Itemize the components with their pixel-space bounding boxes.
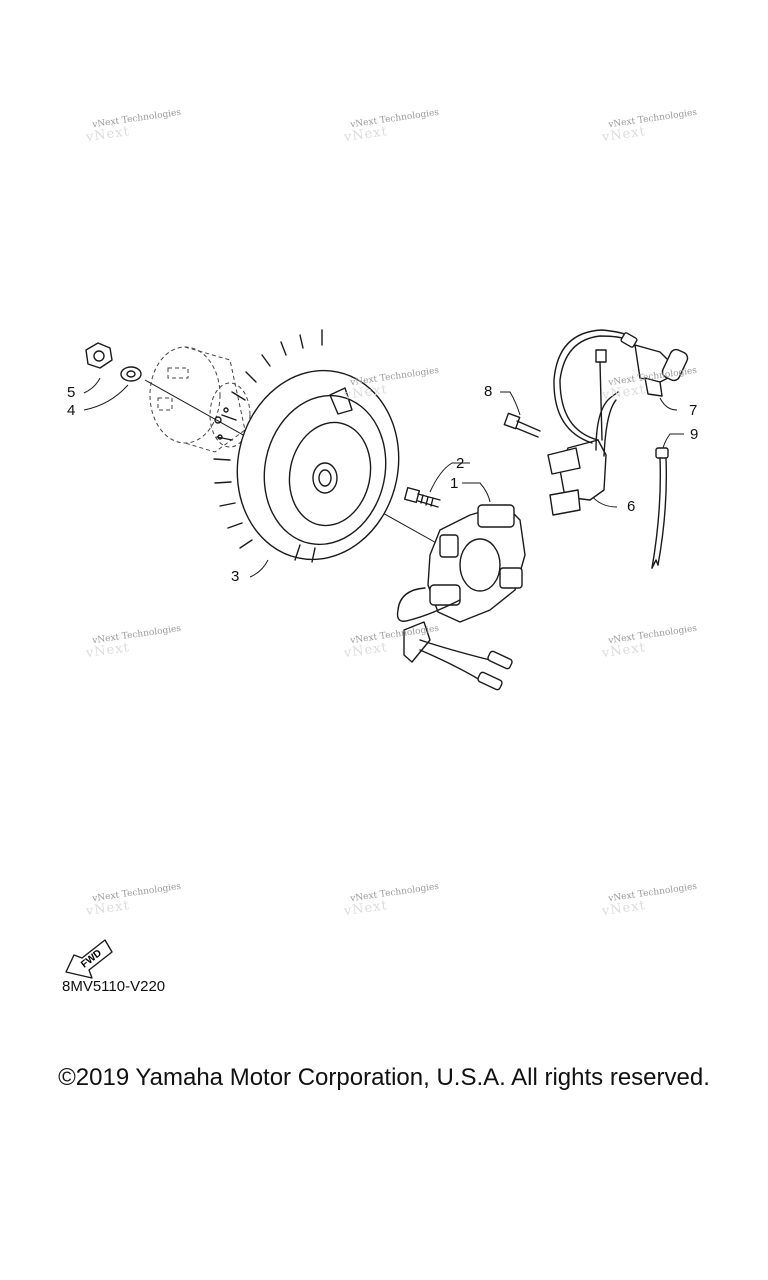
coil-bolt-part — [503, 412, 541, 438]
ignition-coil-part — [547, 329, 631, 516]
callout-1: 1 — [450, 475, 459, 492]
callout-6: 6 — [627, 498, 636, 515]
callout-8: 8 — [484, 383, 493, 400]
fwd-arrow-icon: FWD — [65, 939, 113, 979]
nut-part — [85, 342, 113, 369]
cable-tie-part — [651, 447, 669, 569]
callout-5: 5 — [67, 384, 76, 401]
callout-4: 4 — [67, 402, 76, 419]
callout-9: 9 — [690, 426, 699, 443]
flywheel-part — [213, 329, 400, 563]
stator-part — [396, 504, 526, 691]
callout-7: 7 — [689, 402, 698, 419]
diagram-code: 8MV5110-V220 — [62, 978, 166, 995]
callout-2: 2 — [456, 455, 465, 472]
crankshaft-housing-dashed — [149, 346, 251, 453]
leader-lines — [83, 377, 684, 578]
washer-part — [120, 366, 142, 382]
stator-bolt-part — [403, 486, 441, 508]
copyright-notice: ©2019 Yamaha Motor Corporation, U.S.A. A… — [58, 1064, 710, 1091]
spark-plug-cap-part — [620, 332, 689, 397]
callout-3: 3 — [231, 568, 240, 585]
